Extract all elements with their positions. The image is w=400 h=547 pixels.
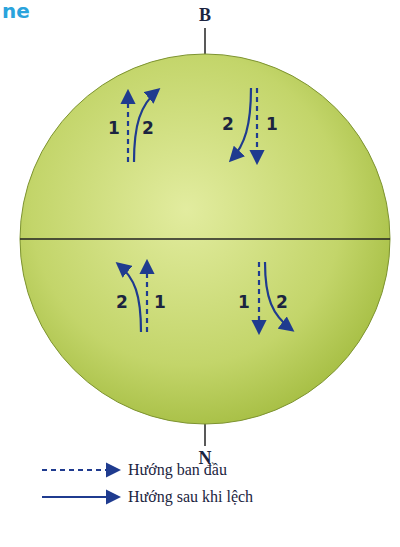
initial-arrow	[146, 262, 148, 332]
equator	[20, 238, 390, 240]
pole-tick	[204, 28, 206, 56]
arrow-number: 1	[266, 116, 278, 133]
globe	[20, 54, 390, 424]
arrow-number: 2	[222, 116, 234, 133]
initial-arrow	[258, 262, 260, 332]
deflected-arrow	[134, 90, 158, 162]
legend-sample-solid	[42, 496, 118, 498]
pole-label: B	[199, 6, 211, 24]
deflected-arrow	[265, 262, 292, 330]
arrow-number: 1	[238, 294, 250, 311]
arrow-number: 2	[142, 120, 154, 137]
initial-arrow	[127, 92, 129, 162]
arrow-number: 2	[276, 294, 288, 311]
initial-arrow	[256, 88, 258, 162]
legend-text: Hướng sau khi lệch	[128, 489, 253, 505]
arrow-number: 2	[116, 294, 128, 311]
deflected-arrow	[231, 88, 251, 160]
legend-text: Hướng ban đầu	[128, 462, 227, 478]
pole-tick	[204, 422, 206, 446]
arrow-number: 1	[154, 294, 166, 311]
legend-sample-dashed	[42, 469, 118, 471]
heading-fragment: ne	[2, 1, 30, 21]
arrow-number: 1	[108, 120, 120, 137]
